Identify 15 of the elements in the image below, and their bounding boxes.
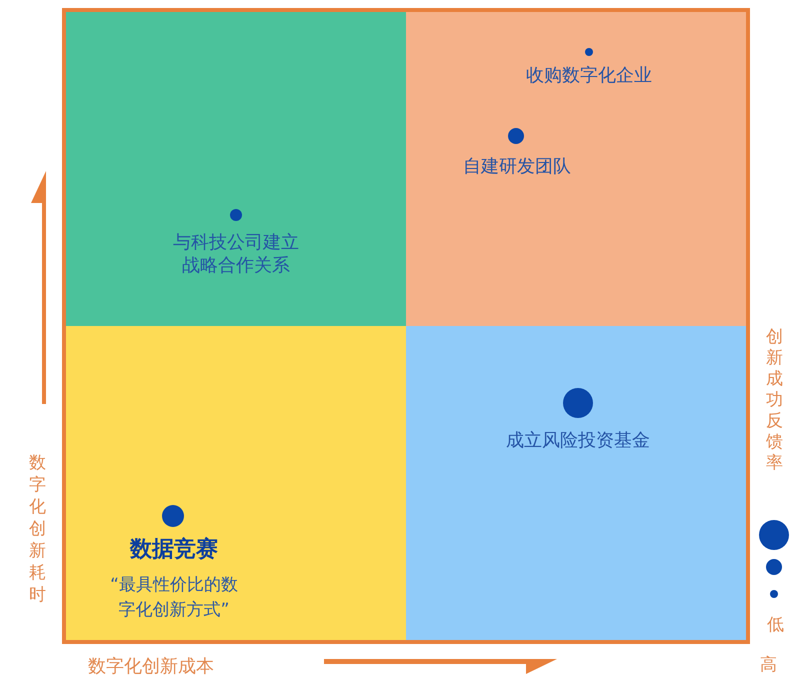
quadrant-panel	[406, 326, 746, 640]
quadrant-panel	[66, 12, 406, 326]
item-label: 成立风险投资基金	[506, 429, 650, 452]
item-label: 收购数字化企业	[526, 64, 652, 87]
item-title: 数据竞赛	[130, 536, 218, 564]
quadrant-panel	[66, 326, 406, 640]
legend-title: 创新成功反馈率	[766, 327, 783, 474]
quote-text: “最具性价比的数字化创新方式”	[109, 574, 239, 622]
scale-label: 高	[760, 655, 777, 675]
axis-label: 数字化创新耗时	[29, 452, 46, 606]
scale-label: 低	[767, 615, 784, 635]
axis-label: 数字化创新成本	[88, 657, 214, 677]
item-label: 自建研发团队	[463, 155, 571, 178]
quadrant-panel	[406, 12, 746, 326]
item-label: 与科技公司建立战略合作关系	[172, 231, 300, 277]
